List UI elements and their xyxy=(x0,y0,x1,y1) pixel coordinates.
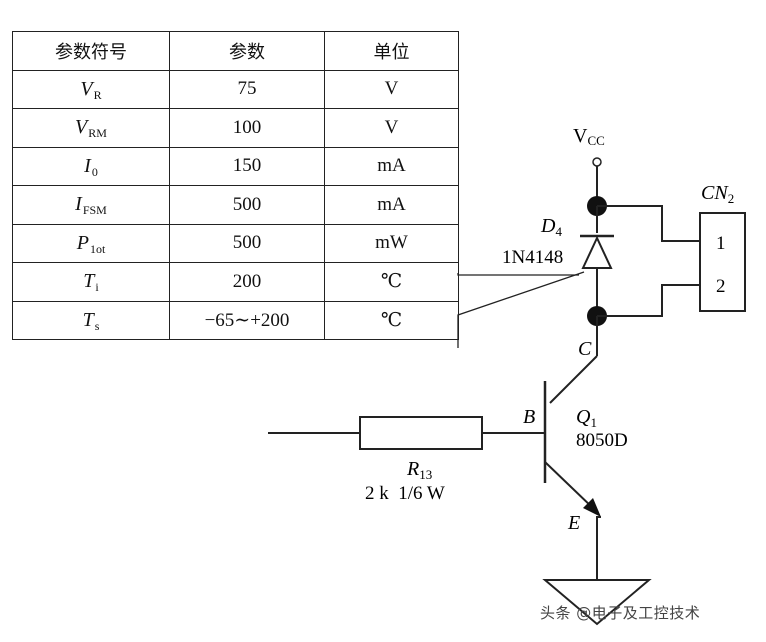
unit-cell: V xyxy=(324,69,459,109)
table-row: Ts−65∼+200℃ xyxy=(12,300,459,340)
connector-body xyxy=(699,212,746,312)
symbol-main: V xyxy=(75,116,88,139)
value-cell: 150 xyxy=(169,146,325,186)
base-label: B xyxy=(523,406,535,428)
symbol-main: I xyxy=(84,154,91,177)
symbol-subscript: 1ot xyxy=(89,241,106,256)
ground-symbol xyxy=(542,579,652,626)
unit-cell: ℃ xyxy=(324,300,459,340)
value-cell: 75 xyxy=(169,69,325,109)
symbol-cell: VRM xyxy=(12,108,170,148)
diode-part-label: 1N4148 xyxy=(502,247,563,268)
leader-line-lower xyxy=(457,271,585,348)
unit-cell: mA xyxy=(324,185,459,225)
unit-cell: ℃ xyxy=(324,262,459,302)
symbol-subscript: FSM xyxy=(82,203,107,218)
vcc-terminal xyxy=(592,157,602,167)
wire-to-pin2 xyxy=(597,284,700,317)
value-cell: 500 xyxy=(169,223,325,263)
transistor-part-label: 8050D xyxy=(576,430,628,451)
transistor-emitter-line xyxy=(544,461,596,511)
symbol-cell: IFSM xyxy=(12,185,170,225)
symbol-main: T xyxy=(82,308,94,331)
transistor-ref-label: Q1 xyxy=(576,406,597,430)
resistor-ref-label: R13 xyxy=(406,458,432,482)
watermark: 头条 @电子及工控技术 xyxy=(540,604,701,622)
unit-cell: mA xyxy=(324,146,459,186)
connector-pin1-label: 1 xyxy=(716,233,726,254)
wire-emitter-ground xyxy=(596,516,601,580)
symbol-main: V xyxy=(80,77,93,100)
symbol-subscript: i xyxy=(95,280,99,295)
symbol-main: P xyxy=(76,231,89,254)
header-value: 参数 xyxy=(169,31,325,71)
symbol-main: I xyxy=(75,193,82,216)
diode-ref-label: D4 xyxy=(540,215,562,239)
unit-cell: V xyxy=(324,108,459,148)
collector-label: C xyxy=(578,338,592,360)
diode-body xyxy=(581,235,613,269)
symbol-main: T xyxy=(83,270,95,293)
connector-ref-label: CN2 xyxy=(701,182,734,206)
leader-line-upper xyxy=(457,273,579,276)
value-cell: −65∼+200 xyxy=(169,300,325,340)
resistor-value-label: 2 k 1/6 W xyxy=(365,483,445,504)
connector-pin2-label: 2 xyxy=(716,276,726,297)
emitter-arrow xyxy=(583,498,601,517)
table-row: Ti 200℃ xyxy=(12,262,459,302)
vcc-label: VCC xyxy=(573,125,605,148)
wire-to-pin1 xyxy=(597,205,700,242)
symbol-cell: VR xyxy=(12,69,170,109)
symbol-subscript: R xyxy=(93,87,102,102)
emitter-label: E xyxy=(567,512,580,534)
symbol-subscript: s xyxy=(94,318,100,333)
symbol-subscript: RM xyxy=(88,126,107,141)
unit-cell: mW xyxy=(324,223,459,263)
resistor-body xyxy=(359,416,483,450)
symbol-cell: Ts xyxy=(12,300,170,340)
value-cell: 200 xyxy=(169,262,325,302)
value-cell: 500 xyxy=(169,185,325,225)
symbol-subscript: 0 xyxy=(91,164,98,179)
symbol-cell: I0 xyxy=(12,146,170,186)
header-symbol: 参数符号 xyxy=(12,31,170,71)
wire-collector-diag xyxy=(549,355,598,404)
header-unit: 单位 xyxy=(324,31,459,71)
table-header-row: 参数符号 参数 单位 xyxy=(12,31,459,71)
